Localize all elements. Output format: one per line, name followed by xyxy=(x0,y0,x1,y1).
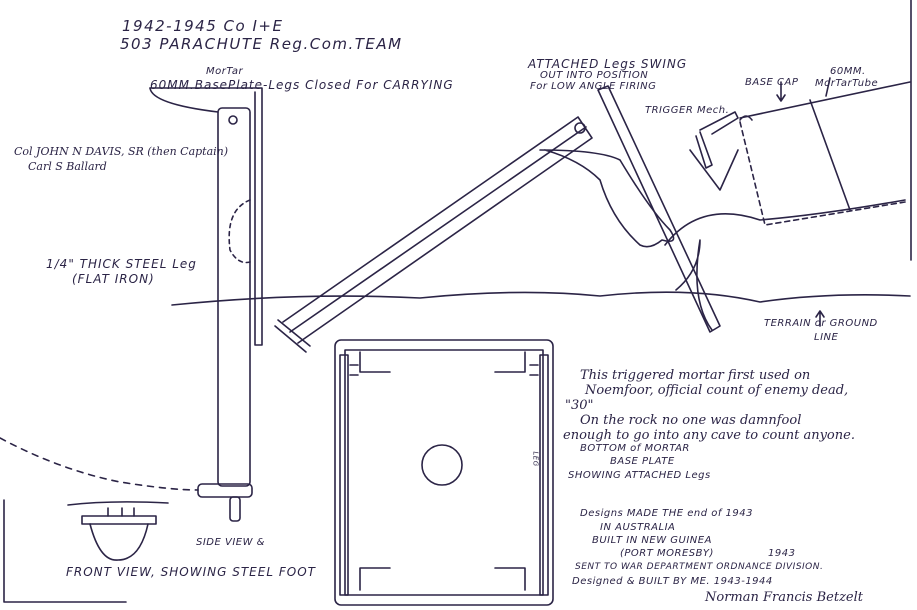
label-side-view: SIDE VIEW & xyxy=(196,537,265,548)
note-line3: "30" xyxy=(565,398,594,413)
base-plate-bottom-view xyxy=(334,339,554,606)
mortar-tube xyxy=(689,0,912,261)
label-front-view: FRONT VIEW, SHOWING STEEL FOOT xyxy=(66,565,316,579)
label-base-plate-closed: 60MM.BasePlate-Legs Closed For CARRYING xyxy=(150,78,454,92)
credit-line6: Designed & BUILT BY ME. 1943-1944 xyxy=(572,576,773,587)
label-names-1: Col JOHN N DAVIS, SR (then Captain) xyxy=(14,145,229,158)
base-cap-arrow xyxy=(776,81,786,102)
label-mortar-tube-1: 60MM. xyxy=(830,66,866,77)
header-line2: 503 PARACHUTE Reg.Com.TEAM xyxy=(120,35,403,53)
signature: Norman Francis Betzelt xyxy=(705,590,863,605)
label-mortar: MorTar xyxy=(206,66,244,77)
steel-foot-front-view xyxy=(3,499,169,603)
credit-line3: BUILT IN NEW GUINEA xyxy=(592,535,712,546)
note-bottom-3: SHOWING ATTACHED Legs xyxy=(568,470,711,481)
header-line1: 1942-1945 Co I+E xyxy=(122,17,284,35)
label-steel-leg-1: 1/4" THICK STEEL Leg xyxy=(46,257,197,271)
label-names-2: Carl S Ballard xyxy=(28,160,107,173)
swung-leg xyxy=(274,116,593,353)
label-steel-leg-2: (FLAT IRON) xyxy=(72,272,155,286)
firing-leg xyxy=(597,85,721,333)
label-terrain-1: TERRAIN or GROUND xyxy=(764,318,878,329)
rock-and-terrain xyxy=(171,149,911,331)
closed-leg-side-view xyxy=(0,87,263,522)
label-attached-legs-3: For LOW ANGLE FIRING xyxy=(530,81,657,92)
label-attached-legs-1: ATTACHED Legs SWING xyxy=(528,57,688,71)
note-line1: This triggered mortar first used on xyxy=(580,368,811,383)
credit-line1: Designs MADE THE end of 1943 xyxy=(580,508,753,519)
note-line5: enough to go into any cave to count anyo… xyxy=(563,428,855,443)
credit-line4: (PORT MORESBY) xyxy=(620,548,714,559)
label-trigger-mech: TRIGGER Mech. xyxy=(645,105,730,116)
credit-line4-year: 1943 xyxy=(768,548,796,559)
label-leg-mark: LEG xyxy=(531,451,540,467)
label-base-cap: BASE CAP xyxy=(745,77,799,88)
label-terrain-2: LINE xyxy=(814,332,839,343)
credit-line5: SENT TO WAR DEPARTMENT ORDNANCE DIVISION… xyxy=(575,562,824,572)
note-line4: On the rock no one was damnfool xyxy=(580,413,802,428)
tube-arrow xyxy=(825,77,831,97)
label-mortar-tube-2: MorTarTube xyxy=(815,78,879,89)
note-line2: Noemfoor, official count of enemy dead, xyxy=(585,383,849,398)
label-attached-legs-2: OUT INTO POSITION xyxy=(540,70,649,81)
note-bottom-1: BOTTOM of MORTAR xyxy=(580,443,690,454)
note-bottom-2: BASE PLATE xyxy=(610,456,675,467)
terrain-arrow xyxy=(815,310,825,327)
credit-line2: IN AUSTRALIA xyxy=(600,522,676,533)
